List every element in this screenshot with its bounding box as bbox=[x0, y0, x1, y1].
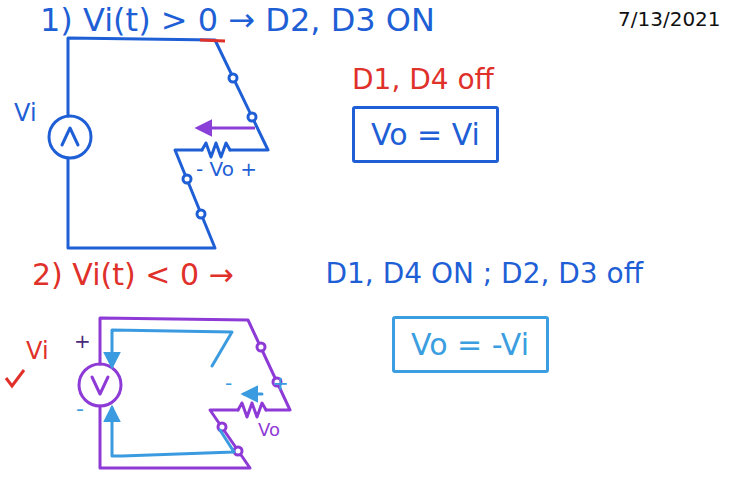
wire bbox=[68, 38, 268, 150]
signal-name: Vi bbox=[26, 338, 49, 366]
resistor-symbol bbox=[202, 143, 230, 157]
voltage-polarity: - Vo + bbox=[196, 158, 257, 181]
diode-dot bbox=[229, 74, 237, 82]
check-mark bbox=[6, 370, 24, 386]
current-arrow bbox=[198, 127, 255, 130]
current-path-top bbox=[112, 330, 232, 366]
current-path bbox=[112, 330, 262, 456]
bridge-circuit-1 bbox=[49, 38, 268, 248]
polarity-sign: - bbox=[225, 372, 232, 395]
diode-dot bbox=[183, 175, 191, 183]
diode-dot bbox=[248, 113, 256, 121]
bridge-circuit-2 bbox=[79, 318, 290, 468]
resistor-symbol bbox=[238, 403, 266, 417]
source-symbol bbox=[79, 364, 121, 406]
equation: Vo = -Vi bbox=[411, 328, 529, 363]
equation: Vo = Vi bbox=[371, 118, 480, 153]
current-path-bottom bbox=[112, 408, 234, 456]
result-box: Vo = -Vi bbox=[392, 316, 549, 373]
source-symbol bbox=[49, 116, 91, 158]
source-sign bbox=[62, 128, 78, 145]
current-arrow bbox=[244, 393, 262, 396]
diode-dot bbox=[234, 447, 242, 455]
signal-name: Vo bbox=[258, 420, 280, 441]
polarity-sign: + bbox=[74, 330, 91, 353]
highlight-mark bbox=[200, 40, 225, 41]
diode-dot bbox=[197, 210, 205, 218]
polarity-sign: - bbox=[76, 396, 84, 421]
diode-dot bbox=[257, 343, 265, 351]
result-box: Vo = Vi bbox=[352, 106, 499, 163]
diode-state: D1, D4 off bbox=[352, 64, 494, 96]
wire bbox=[68, 150, 215, 248]
case-heading: 1) Vi(t) > 0 → D2, D3 ON bbox=[40, 2, 435, 39]
signal-name: Vi bbox=[14, 100, 37, 128]
date-stamp: 7/13/2021 bbox=[618, 8, 721, 31]
case-heading: 2) Vi(t) < 0 → bbox=[32, 258, 234, 293]
wire bbox=[100, 318, 290, 410]
polarity-sign: + bbox=[272, 372, 289, 395]
diode-state: D1, D4 ON ; D2, D3 off bbox=[298, 258, 643, 290]
source-sign bbox=[92, 377, 108, 394]
wire bbox=[100, 406, 250, 468]
